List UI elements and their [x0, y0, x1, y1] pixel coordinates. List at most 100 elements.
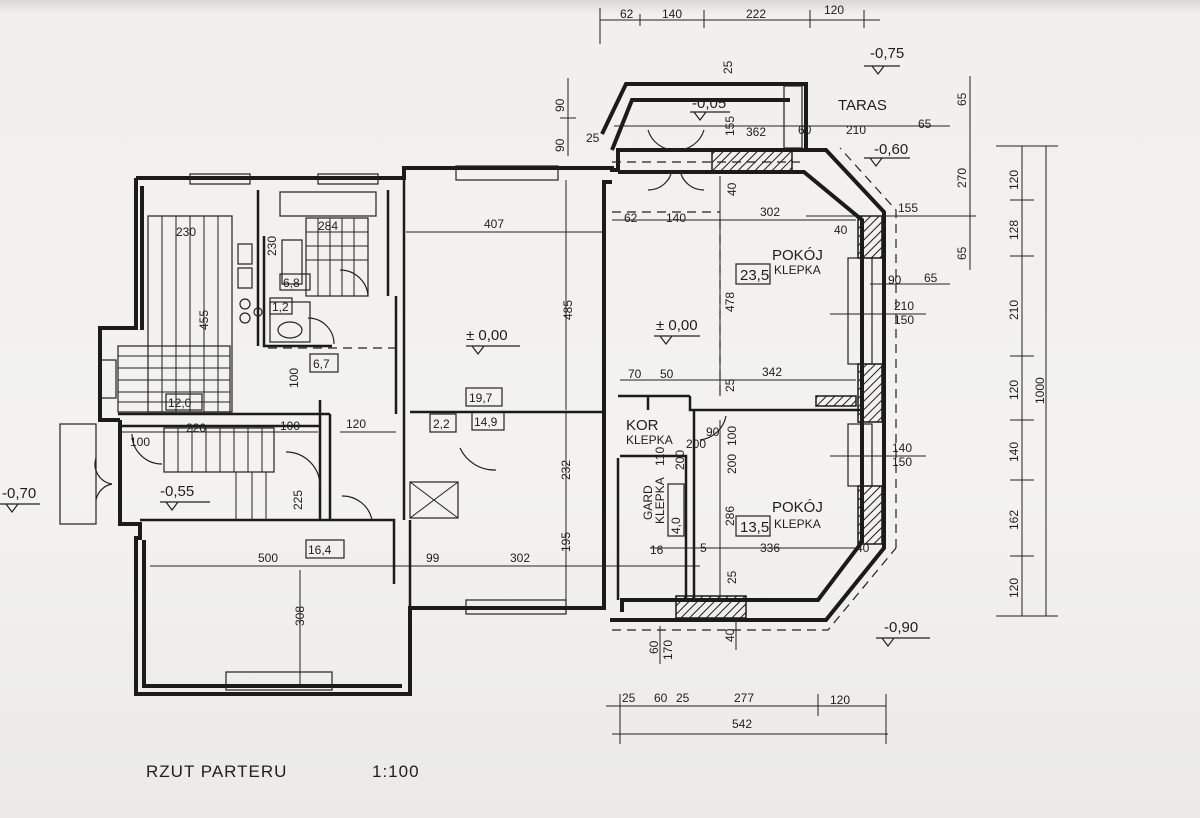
dim-top-2: 222: [746, 7, 766, 21]
dim-dining-w2: 302: [510, 551, 530, 565]
dim-right-5: 162: [1007, 510, 1021, 530]
dim-ri-5: 140: [892, 441, 912, 455]
dim-mid-3: 478: [723, 292, 737, 312]
dim-top-v2: 25: [721, 60, 735, 74]
doors: [59, 129, 727, 525]
level-right: ± 0,00: [656, 317, 698, 334]
dim-top-v0: 90: [553, 98, 567, 112]
dim-mid-5: 40: [834, 223, 848, 237]
dim-dining-w1: 99: [426, 551, 440, 565]
text-labels: RZUT PARTERU 1:100 POKÓJ 23,5 KLEPKA POK…: [2, 3, 1047, 781]
dim-porch-2: 362: [746, 125, 766, 139]
dim-hall-w1: 100: [130, 435, 150, 449]
room-floor-pokoj-top: KLEPKA: [774, 263, 821, 277]
dim-mid-0: 62: [624, 211, 638, 225]
room-area-gard: 4,0: [669, 517, 683, 534]
dim-porch-0: 25: [586, 131, 600, 145]
hatch-right-2: [857, 363, 883, 423]
area-living: 19,7: [469, 391, 493, 405]
dim-kor-1: 200: [686, 437, 706, 451]
area-bath: 6,8: [283, 276, 300, 290]
dim-dining-h2: 195: [559, 532, 573, 552]
hatch-right-1: [857, 215, 883, 259]
dim-bot-3: 277: [734, 691, 754, 705]
dim-kor-2: 100: [725, 426, 739, 446]
dim-bot-1: 60: [654, 691, 668, 705]
dim-pb-2: 16: [650, 543, 664, 557]
dim-taras-0: 65: [955, 92, 969, 106]
dim-lb-w: 500: [258, 551, 278, 565]
dim-lb-h: 225: [291, 490, 305, 510]
dim-row-2: 342: [762, 365, 782, 379]
dim-dining-h1: 232: [559, 460, 573, 480]
dim-ri-3: 210: [894, 299, 914, 313]
dim-right-total: 1000: [1033, 377, 1047, 404]
dim-right-6: 120: [1007, 578, 1021, 598]
dimension-lines: [120, 8, 1058, 744]
dim-living-h: 485: [561, 300, 575, 320]
dim-bot-0: 25: [622, 691, 636, 705]
dim-taras-2: 65: [955, 246, 969, 260]
area-wc: 1,2: [272, 300, 289, 314]
dim-top-v1: 90: [553, 138, 567, 152]
level-entrance: -0,70: [2, 485, 36, 502]
dim-porch-1: 155: [723, 116, 737, 136]
dim-porch-4: 210: [846, 123, 866, 137]
area-dining: 14,9: [474, 415, 498, 429]
dim-kor-5: 200: [725, 454, 739, 474]
dim-pb-1: 336: [760, 541, 780, 555]
dim-porch-5: 65: [918, 117, 932, 131]
dim-kor-3: 200: [673, 450, 687, 470]
dim-right-1: 128: [1007, 220, 1021, 240]
level-bottom-right: -0,90: [884, 619, 918, 636]
kitchen-slats: [117, 215, 263, 413]
room-name-pokoj-top: POKÓJ: [772, 247, 823, 264]
area-kitchen: 12,0: [168, 396, 192, 410]
room-area-pokoj-bottom: 13,5: [740, 519, 769, 536]
dim-bv-2: 40: [723, 628, 737, 642]
bath-tiles: [269, 191, 377, 343]
dim-bot-4: 120: [830, 693, 850, 707]
hall-stair: [163, 427, 459, 520]
hatched-walls: [675, 149, 883, 619]
level-markers: [0, 65, 930, 647]
area-boxes: [165, 263, 771, 559]
room-name-gard: GARD: [641, 485, 655, 520]
dim-kitchen-w: 230: [176, 225, 196, 239]
drawing-scale: 1:100: [372, 762, 420, 781]
dim-bath-h: 230: [265, 236, 279, 256]
dim-mid-4: 40: [725, 182, 739, 196]
area-hall-22: 2,2: [433, 417, 450, 431]
dim-row-0: 70: [628, 367, 642, 381]
dim-pb-0: 286: [723, 506, 737, 526]
dim-right-4: 140: [1007, 442, 1021, 462]
dim-bot-total: 542: [732, 717, 752, 731]
dim-lb-h2: 308: [293, 606, 307, 626]
dim-pb-4: 40: [856, 541, 870, 555]
dim-right-2: 210: [1007, 300, 1021, 320]
dim-hall-w2: 100: [280, 419, 300, 433]
dim-row-1: 50: [660, 367, 674, 381]
dim-mid-2: 302: [760, 205, 780, 219]
level-top: -0,75: [870, 45, 904, 62]
dim-hall-w3: 120: [346, 417, 366, 431]
dim-ri-2: 65: [924, 271, 938, 285]
hatch-mid: [815, 395, 857, 407]
dim-taras-1: 270: [955, 168, 969, 188]
dim-top-0: 62: [620, 7, 634, 21]
drawing-title: RZUT PARTERU: [146, 762, 287, 781]
dim-hall-stair: 220: [186, 421, 206, 435]
dim-bv-0: 60: [647, 640, 661, 654]
dim-bv-1: 170: [661, 640, 675, 660]
dim-right-3: 120: [1007, 380, 1021, 400]
room-area-pokoj-top: 23,5: [740, 267, 769, 284]
room-floor-kor: KLEPKA: [626, 433, 673, 447]
dim-pb-3: 5: [700, 541, 707, 555]
room-name-kor: KOR: [626, 417, 659, 434]
area-hall-small: 6,7: [313, 357, 330, 371]
dim-kitchen-h: 455: [197, 310, 211, 330]
dim-mid-1: 140: [666, 211, 686, 225]
dim-bath-w: 284: [318, 219, 338, 233]
